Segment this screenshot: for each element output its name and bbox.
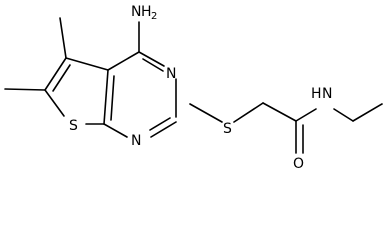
bond-ch2-ch3 bbox=[352, 103, 383, 122]
bond-nh-ch2 bbox=[333, 108, 354, 122]
bond-c7a-c4a-double bbox=[110, 75, 115, 121]
atom-amide-h: H bbox=[311, 86, 322, 102]
atom-s-thioether: S bbox=[223, 121, 232, 137]
bond-carbonyl-nh bbox=[295, 108, 317, 122]
bond-c4-n3 bbox=[138, 51, 165, 67]
bond-s-c6 bbox=[44, 89, 65, 117]
bond-c4-n3-double bbox=[142, 58, 164, 72]
atom-o-carbonyl: O bbox=[293, 156, 304, 172]
atom-amide-n: N bbox=[322, 86, 332, 102]
bond-c6-c5-double bbox=[52, 64, 71, 92]
bond-c2-sulfur bbox=[189, 103, 223, 123]
atom-n-ring-lower: N bbox=[131, 133, 141, 149]
atom-label-amino: N H 2 bbox=[131, 4, 157, 22]
bond-n1-c7a bbox=[103, 123, 128, 138]
bond-c2-n1-double bbox=[149, 117, 171, 131]
atom-s-thiophene: S bbox=[69, 118, 78, 134]
bond-c2-n1 bbox=[150, 121, 177, 138]
bond-c6-c5 bbox=[44, 57, 67, 91]
atom-amino-n: N bbox=[131, 4, 141, 20]
atom-amino-h: H bbox=[141, 4, 152, 20]
bond-sulfur-ch2 bbox=[233, 102, 264, 123]
bond-c5-methyl bbox=[59, 17, 67, 59]
atom-n-ring-upper: N bbox=[166, 66, 176, 82]
bond-c5-c4a bbox=[65, 57, 109, 71]
atom-label-amide: H N bbox=[311, 86, 332, 102]
bond-ch2-carbonyl bbox=[262, 102, 297, 122]
bond-c4-c4a bbox=[107, 51, 140, 71]
molecule-structure: N H 2 N N S S O H N bbox=[4, 4, 383, 172]
bond-group bbox=[4, 17, 383, 154]
bond-c6-methyl bbox=[4, 88, 46, 91]
bond-c7a-c4a bbox=[103, 69, 109, 125]
atom-amino-h-count: 2 bbox=[151, 11, 157, 22]
